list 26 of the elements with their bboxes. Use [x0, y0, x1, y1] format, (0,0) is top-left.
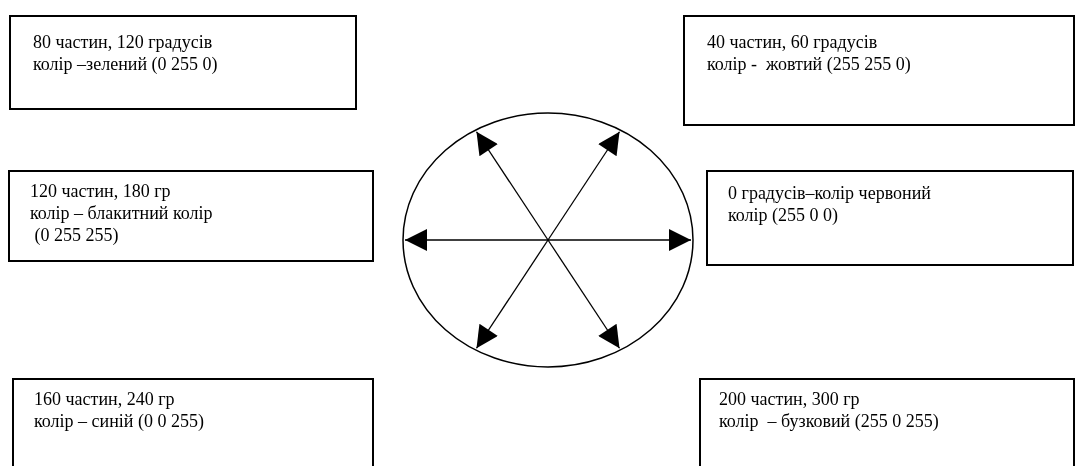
arrow: [547, 131, 621, 241]
box-text: 120 частин, 180 гр: [30, 180, 171, 202]
box-text: колір – блакитний колір: [30, 202, 213, 224]
arrow: [404, 229, 549, 251]
box-text: 200 частин, 300 гр: [719, 388, 860, 410]
box-text: колір – бузковий (255 0 255): [719, 410, 939, 432]
box-text: колір (255 0 0): [728, 204, 839, 226]
text-box: [9, 15, 357, 110]
circle-shape: [402, 112, 694, 368]
arrow: [475, 131, 549, 241]
text-box: [699, 378, 1075, 466]
box-text: колір – синій (0 0 255): [34, 410, 204, 432]
text-box: [683, 15, 1075, 126]
box-text: колір - жовтий (255 255 0): [707, 53, 911, 75]
box-text: колір –зелений (0 255 0): [33, 53, 218, 75]
box-text: 80 частин, 120 градусів: [33, 31, 213, 53]
arrow: [547, 229, 692, 251]
text-box: [8, 170, 374, 262]
box-text: (0 255 255): [33, 224, 119, 246]
text-box: [12, 378, 374, 466]
arrow: [475, 239, 549, 349]
arrow: [547, 239, 621, 349]
box-text: 0 градусів–колір червоний: [728, 182, 931, 204]
text-box: [706, 170, 1074, 266]
box-text: 40 частин, 60 градусів: [707, 31, 878, 53]
box-text: 160 частин, 240 гр: [34, 388, 175, 410]
